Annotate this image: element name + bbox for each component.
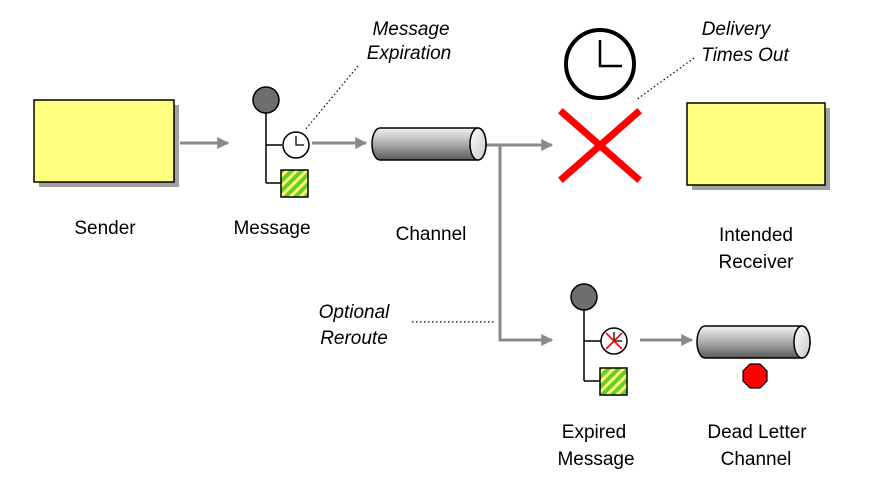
flow-lines [180, 137, 694, 346]
intended-receiver-label-line1: Intended [719, 225, 793, 246]
red-x-icon [558, 108, 642, 183]
channel-cap [469, 127, 487, 161]
channel-body [371, 127, 487, 161]
clock-icon [282, 131, 310, 159]
dead-letter-cap [793, 325, 811, 359]
stop-sign-icon [742, 363, 768, 389]
dead-letter-channel-pipe [696, 325, 811, 359]
delivery-times-out-note-line2: Times Out [701, 45, 789, 66]
expired-message-icon [570, 283, 628, 396]
receiver-box [686, 102, 826, 186]
expired-message-body [599, 367, 628, 396]
sender-endpoint [33, 99, 179, 187]
sender-label: Sender [74, 218, 136, 239]
channel-label: Channel [396, 224, 467, 245]
intended-receiver-label-line2: Receiver [719, 252, 795, 273]
message-expiration-pointer [304, 65, 359, 131]
expired-message-label-line2: Message [557, 449, 634, 470]
cross-stroke-b [558, 108, 642, 183]
message-head [252, 86, 280, 114]
optional-reroute-note-line1: Optional [319, 302, 391, 323]
message-label: Message [233, 218, 310, 239]
sender-box [33, 99, 175, 183]
dead-letter-body [696, 325, 811, 359]
intended-receiver-endpoint [686, 102, 830, 190]
message-body [280, 169, 309, 198]
message-expiration-note-line2: Expiration [367, 43, 452, 64]
dead-letter-label-line2: Channel [721, 449, 792, 470]
message-icon [252, 86, 310, 198]
channel-pipe [371, 127, 487, 161]
arrow-channel-reroute [498, 145, 554, 346]
optional-reroute-note-line2: Reroute [320, 328, 388, 349]
expired-message-head [570, 283, 598, 311]
message-expiration-note-line1: Message [372, 19, 449, 40]
large-clock-icon [564, 28, 636, 100]
delivery-times-out-note-line1: Delivery [702, 19, 772, 40]
expired-message-label-line1: Expired [562, 422, 626, 443]
expired-clock-icon [600, 327, 628, 355]
dead-letter-label-line1: Dead Letter [707, 422, 807, 443]
delivery-times-out-pointer [635, 57, 695, 101]
